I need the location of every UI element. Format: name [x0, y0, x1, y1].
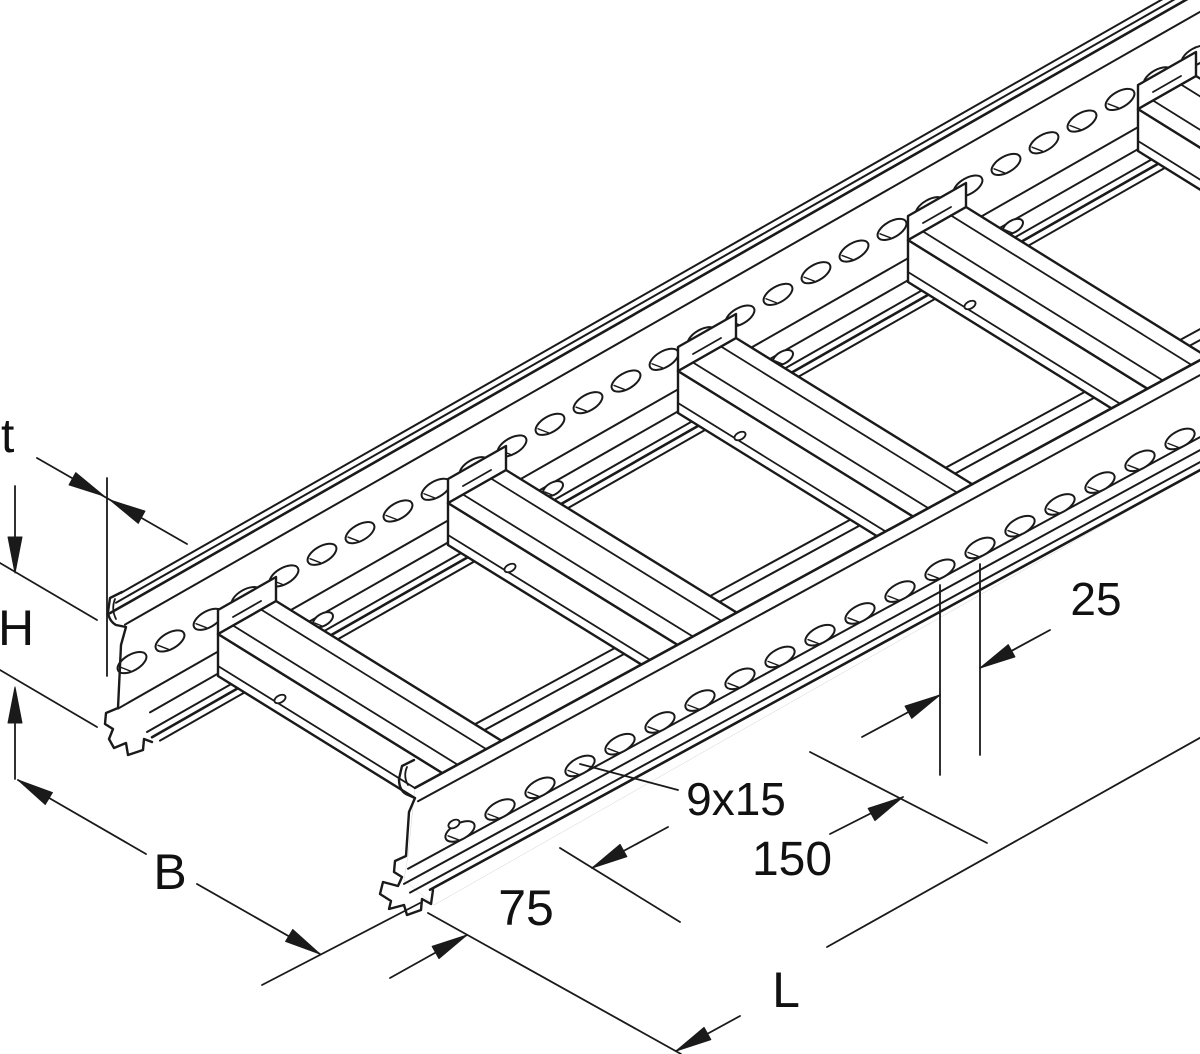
dim-label-thickness: t — [1, 410, 14, 463]
dim-label-length: L — [772, 962, 800, 1018]
dim-label-slot-pitch: 25 — [1070, 573, 1121, 625]
dim-label-height: H — [0, 600, 34, 656]
dim-label-offset-75: 75 — [498, 880, 554, 936]
dim-label-slot-size: 9x15 — [686, 773, 786, 825]
ladder-rungs — [216, 50, 1200, 828]
dim-label-spacing-150: 150 — [752, 833, 832, 886]
near-side-rail — [378, 358, 1200, 917]
dimension-annotations — [0, 457, 1200, 1054]
dim-label-width: B — [153, 844, 186, 900]
